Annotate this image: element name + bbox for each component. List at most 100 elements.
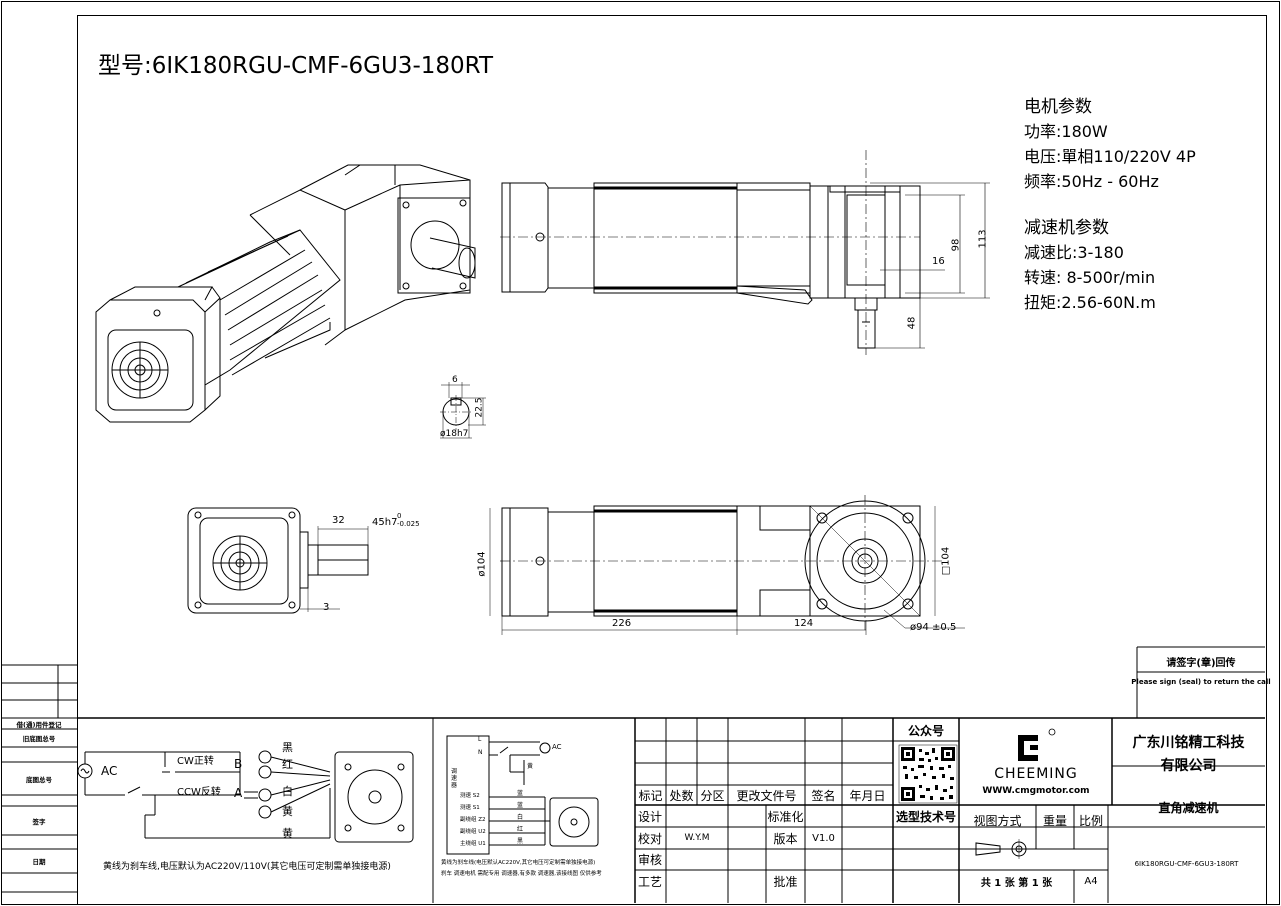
dim-226: 226 [612, 618, 632, 629]
dim-16: 16 [932, 256, 945, 267]
wr-c-blue: 蓝 [517, 790, 524, 797]
dim-dia-94: ø94 ±0.5 [910, 622, 957, 633]
isometric-motor-view [95, 164, 476, 423]
dim-3: 3 [323, 602, 330, 613]
tb-model-code: 6IK180RGU-CMF-6GU3-180RT [1134, 860, 1239, 868]
wl-ccw: CCW反转 [177, 787, 221, 798]
tb-approve: 批准 [773, 874, 798, 889]
tb-scale: 比例 [1078, 813, 1103, 828]
wr-ac: AC [552, 743, 562, 751]
wr-s1: 测速 S1 [460, 805, 480, 811]
tb-sheets: 共 1 张 第 1 张 [980, 877, 1053, 889]
wr-u2: 副绕组 U2 [460, 829, 486, 835]
tb-process: 工艺 [638, 874, 663, 889]
wl-wire-yellow-2: 黄 [282, 827, 293, 840]
motor-params-heading: 电机参数 [1024, 97, 1092, 117]
wl-wire-white: 白 [282, 785, 293, 798]
dim-32: 32 [332, 515, 345, 526]
motor-voltage: 电压:單相110/220V 4P [1024, 147, 1196, 166]
wr-l: L [478, 736, 482, 743]
wr-c-white: 白 [517, 814, 524, 821]
tb-review: 审核 [638, 853, 663, 867]
motor-frequency: 频率:50Hz - 60Hz [1024, 172, 1159, 191]
top-view [489, 495, 965, 635]
tb-h-date: 年月日 [849, 788, 886, 803]
wr-controller: 调速器 [451, 768, 458, 790]
wr-c-blue-2: 蓝 [517, 802, 524, 809]
margin-drawing-no: 底图总号 [26, 775, 52, 784]
brand-logo-icon [1018, 728, 1056, 761]
tb-selector: 选型技术号 [895, 809, 956, 824]
stamp-cn: 请签字(章)回传 [1166, 657, 1236, 669]
tb-product-name: 直角减速机 [1158, 800, 1219, 815]
wr-n: N [478, 749, 483, 756]
wl-wire-black: 黑 [282, 741, 293, 754]
margin-signature: 签字 [32, 817, 46, 826]
tb-h-count: 处数 [669, 788, 694, 803]
dim-tol-top: 0 [397, 512, 402, 520]
tb-public-account: 公众号 [907, 723, 944, 738]
wr-note-1: 黄线为刹车线(电压默认AC220V,其它电压可定制需单独接电源) [441, 860, 596, 866]
title-block-grid [77, 646, 1265, 903]
wr-c-red: 红 [517, 826, 524, 833]
dim-shaft-key: 6 [452, 375, 458, 385]
wl-wire-yellow: 黄 [282, 805, 293, 818]
left-margin-table [1, 664, 77, 893]
side-elevation-view [500, 150, 990, 355]
tb-company-line1: 广东川铭精工科技 [1132, 735, 1245, 751]
dim-113: 113 [977, 229, 989, 249]
tb-design: 设计 [638, 809, 663, 824]
dim-shaft-height: 22.5 [474, 397, 485, 418]
dim-98: 98 [950, 238, 962, 252]
wl-note: 黄线为刹车线,电压默认为AC220V/110V(其它电压可定制需单独接电源) [103, 862, 391, 872]
tb-website: WWW.cmgmotor.com [982, 786, 1090, 796]
model-title: 型号:6IK180RGU-CMF-6GU3-180RT [98, 53, 493, 79]
stamp-en: Please sign (seal) to return the call [1131, 678, 1271, 686]
wl-b: B [234, 757, 243, 771]
reducer-torque: 扭矩:2.56-60N.m [1024, 293, 1156, 312]
margin-old-drawing-no: 旧底图总号 [22, 735, 56, 743]
tb-h-zone: 分区 [700, 788, 725, 803]
rear-end-view [187, 507, 369, 614]
reducer-ratio: 减速比:3-180 [1024, 243, 1124, 262]
reducer-params-heading: 减速机参数 [1024, 218, 1109, 238]
margin-date: 日期 [32, 858, 46, 866]
dim-square-104: □104 [940, 546, 952, 576]
dim-shaft-diameter: ø18h7 [440, 429, 469, 439]
margin-reuse-register: 借(通)用件登记 [16, 720, 62, 729]
drawing-border-inner [77, 15, 1267, 905]
qr-code [898, 744, 958, 804]
tb-version: V1.0 [812, 832, 835, 844]
wl-wire-red: 红 [282, 758, 293, 771]
dim-dia-104: ø104 [476, 551, 488, 577]
dim-45h7: 45h7 [372, 517, 398, 528]
wl-a: A [234, 786, 243, 800]
wr-u1: 主绕组 U1 [460, 841, 486, 847]
tb-h-doc: 更改文件号 [736, 788, 797, 803]
tb-standard: 标准化 [767, 809, 804, 824]
tb-h-mark: 标记 [638, 788, 663, 803]
tb-h-sign: 签名 [811, 788, 836, 803]
shaft-section-view [440, 382, 486, 439]
tb-weight: 重量 [1042, 813, 1067, 828]
tb-brand: CHEEMING [994, 766, 1078, 782]
wl-ac: AC [101, 764, 118, 778]
tb-checker: W.Y.M [684, 833, 710, 843]
tb-version-label: 版本 [773, 831, 798, 846]
wr-s2: 测速 S2 [460, 793, 480, 799]
motor-power: 功率:180W [1024, 122, 1108, 141]
wr-c-yellow: 黄 [527, 763, 534, 770]
dim-48: 48 [906, 316, 918, 330]
wr-z2: 副绕组 Z2 [460, 817, 486, 823]
wiring-diagram-left [77, 750, 414, 843]
wl-cw: CW正转 [177, 756, 214, 767]
reducer-speed: 转速: 8-500r/min [1024, 268, 1156, 287]
tb-paper: A4 [1084, 875, 1098, 887]
dim-124: 124 [794, 618, 814, 629]
tb-view: 视图方式 [973, 813, 1022, 828]
tb-check: 校对 [638, 831, 663, 846]
wr-note-2: 刹车 调速电机 需配专用 调速器,有多款 调速器,该接线图 仅供参考 [441, 871, 602, 877]
wiring-diagram-right [446, 735, 599, 855]
view-projection-symbol [975, 839, 1029, 859]
